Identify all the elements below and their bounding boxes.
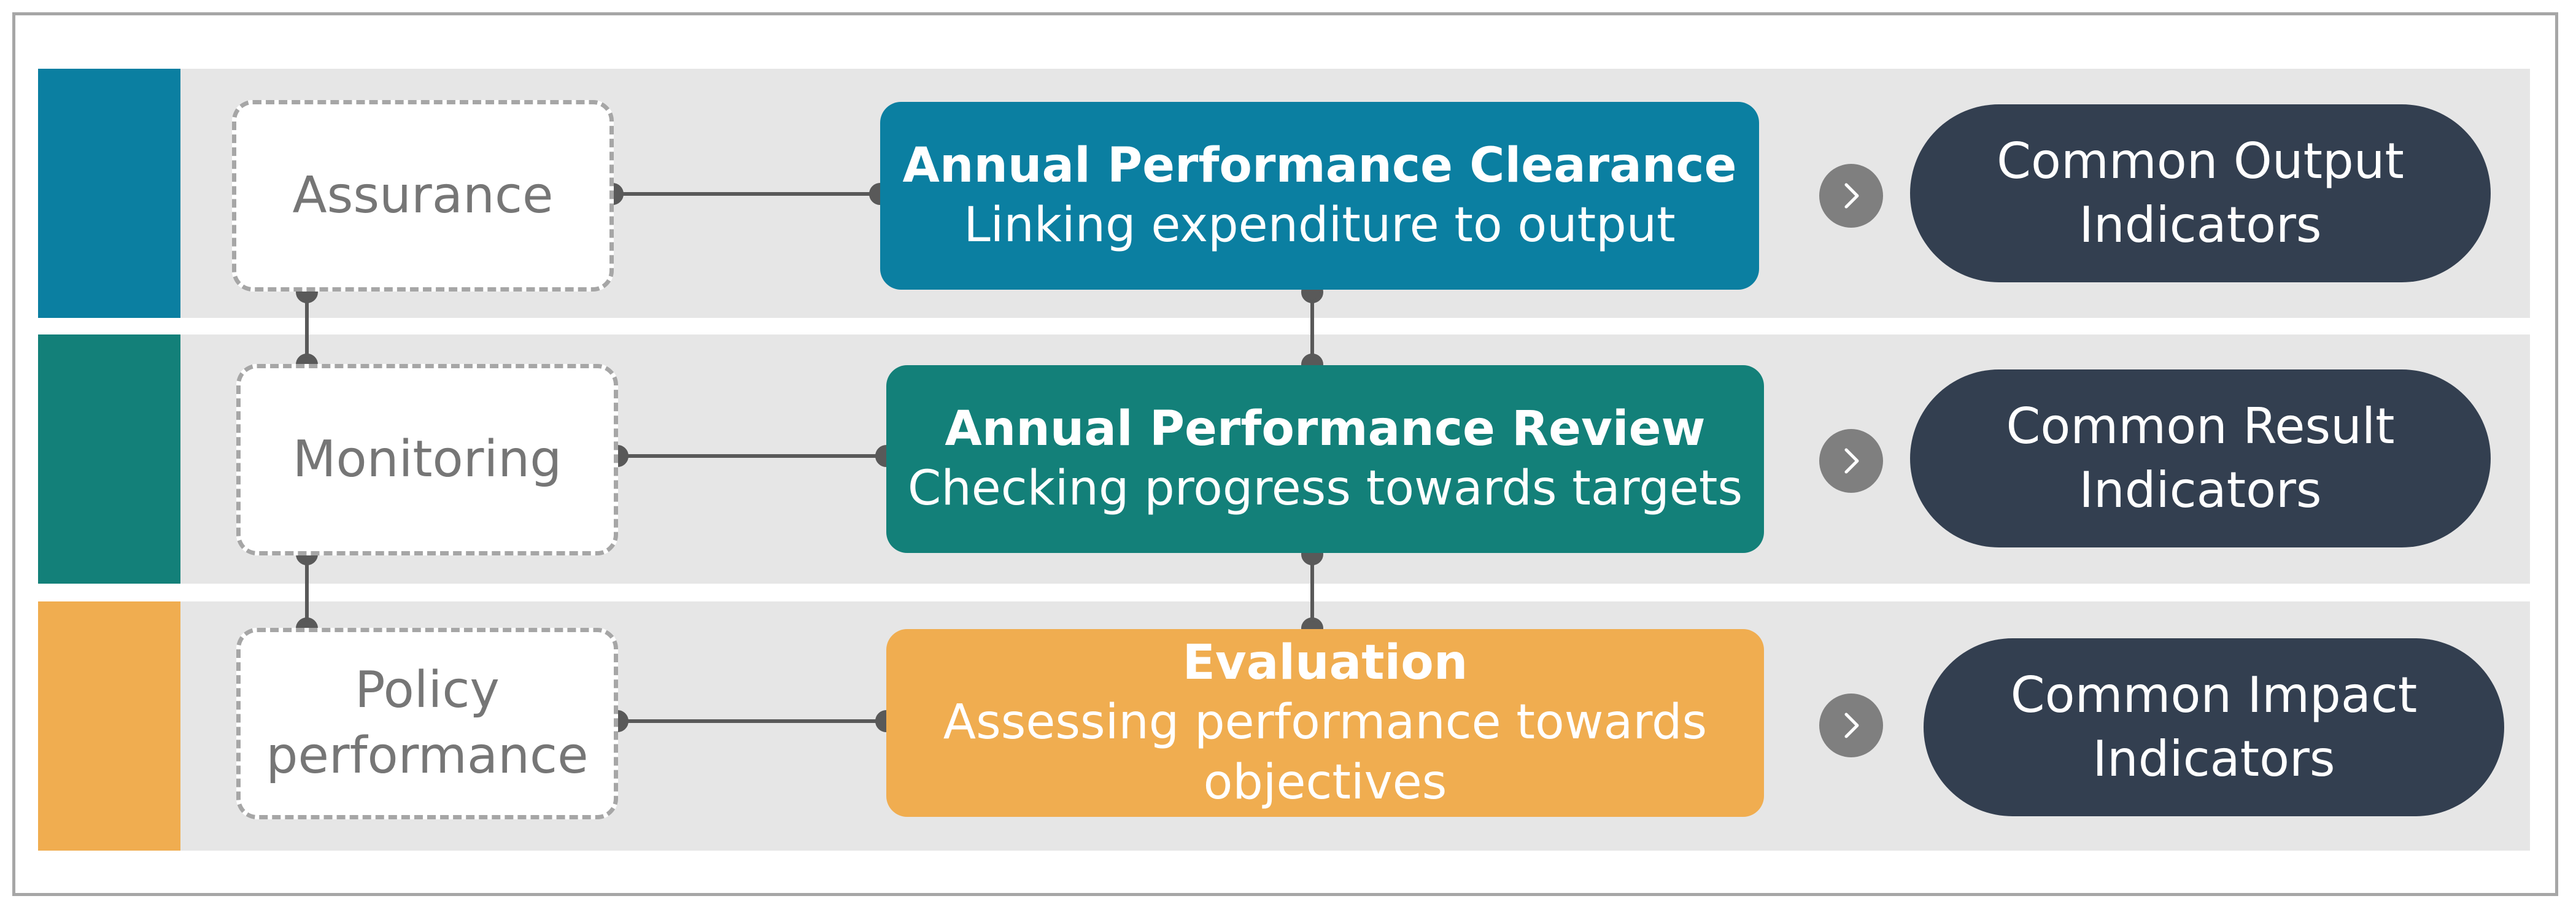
chevron-right-icon — [1819, 429, 1883, 493]
level-label-text: Policy performance — [266, 661, 589, 785]
indicator-common-result: Common Result Indicators — [1910, 369, 2491, 547]
process-subtitle: Linking expenditure to output — [964, 198, 1676, 253]
accent-assurance — [38, 69, 180, 318]
process-title: Evaluation — [1182, 635, 1468, 690]
level-label-policy-performance: Policy performance — [236, 628, 618, 819]
indicator-text: Common Result Indicators — [2006, 398, 2395, 519]
process-title: Annual Performance Review — [945, 401, 1706, 457]
accent-policy-performance — [38, 601, 180, 851]
process-box-evaluation: Evaluation Assessing performance towards… — [886, 629, 1764, 817]
process-subtitle: Checking progress towards targets — [907, 461, 1743, 516]
accent-monitoring — [38, 334, 180, 584]
level-label-text: Monitoring — [292, 430, 562, 489]
indicator-text: Common Output Indicators — [1997, 133, 2404, 253]
process-subtitle: Assessing performance towards objectives — [943, 695, 1708, 810]
chevron-right-icon — [1819, 164, 1883, 228]
process-title: Annual Performance Clearance — [902, 137, 1737, 193]
indicator-common-impact: Common Impact Indicators — [1924, 638, 2504, 816]
level-label-assurance: Assurance — [232, 100, 614, 292]
indicator-text: Common Impact Indicators — [2010, 667, 2418, 787]
process-box-annual-performance-clearance: Annual Performance Clearance Linking exp… — [880, 102, 1759, 290]
level-label-monitoring: Monitoring — [236, 364, 618, 555]
indicator-common-output: Common Output Indicators — [1910, 104, 2491, 282]
level-label-text: Assurance — [292, 166, 554, 225]
chevron-right-icon — [1819, 694, 1883, 757]
process-box-annual-performance-review: Annual Performance Review Checking progr… — [886, 365, 1764, 553]
